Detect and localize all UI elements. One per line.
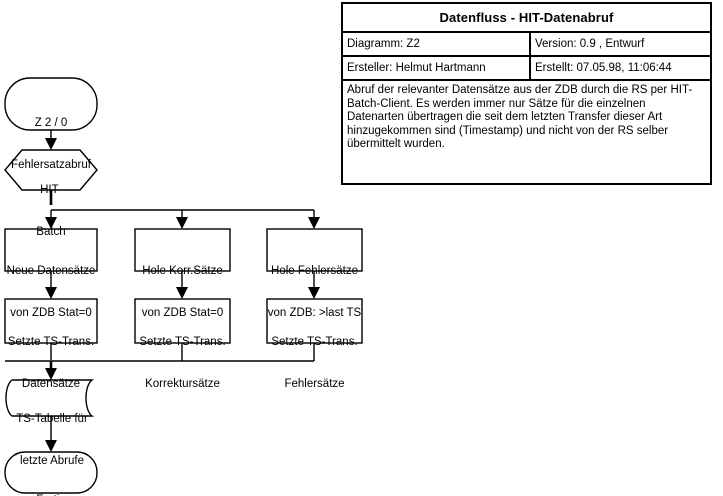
title-block: Datenfluss - HIT-Datenabruf Diagramm: Z2…: [341, 2, 712, 185]
diagram-id-cell: Diagramm: Z2: [343, 33, 531, 55]
arrowhead-to-neue-daten: [45, 217, 57, 229]
arrowhead-to-hole-korr: [176, 217, 188, 229]
arrowhead-to-hit-batch: [45, 138, 57, 150]
shape-hole-fehler-box: [266, 228, 363, 272]
arrowhead-to-ts-korrektur: [176, 287, 188, 299]
shape-hit-batch-hexagon: [4, 149, 98, 191]
description-text: Abruf der relevanter Datensätze aus der …: [347, 84, 693, 151]
shape-ts-korrektur-box: [134, 298, 231, 344]
shape-hole-korr-box: [134, 228, 231, 272]
description-area: Abruf der relevanter Datensätze aus der …: [343, 81, 710, 152]
shape-start-terminator: [4, 77, 98, 131]
title-block-header-row: Datenfluss - HIT-Datenabruf: [343, 4, 710, 33]
diagram-title: Datenfluss - HIT-Datenabruf: [439, 10, 614, 25]
title-block-row-diagram: Diagramm: Z2 Version: 0.9 , Entwurf: [343, 33, 710, 57]
created-cell: Erstellt: 07.05.98, 11:06:44: [535, 62, 672, 74]
arrowhead-to-ts-tabelle: [45, 368, 57, 380]
title-block-row-author: Ersteller: Helmut Hartmann Erstellt: 07.…: [343, 57, 710, 81]
arrowhead-to-ts-fehler: [308, 287, 320, 299]
shape-ts-daten-box: [4, 298, 98, 344]
arrowheads: [45, 138, 320, 452]
version-cell: Version: 0.9 , Entwurf: [535, 38, 645, 50]
shape-ts-fehler-box: [266, 298, 363, 344]
author-cell: Ersteller: Helmut Hartmann: [343, 57, 531, 79]
arrowhead-to-hole-fehler: [308, 217, 320, 229]
arrowhead-to-fertig: [45, 440, 57, 452]
shape-ts-tabelle-stored-data: [5, 379, 95, 417]
arrowhead-to-ts-daten: [45, 287, 57, 299]
shape-fertig-terminator: [4, 451, 98, 494]
shape-neue-daten-box: [4, 228, 98, 272]
